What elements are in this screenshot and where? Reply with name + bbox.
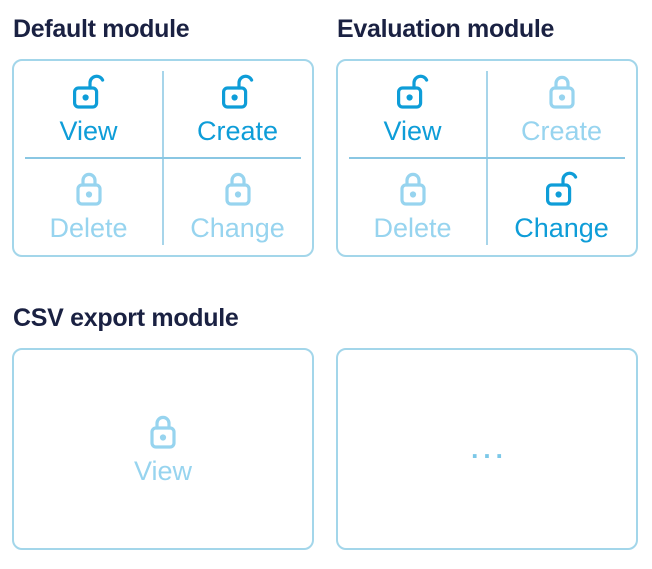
permission-label: Create: [520, 116, 603, 146]
unlocked-icon: [69, 72, 109, 114]
modules-grid: Default module View Create: [12, 14, 638, 550]
module-title-csv-export: CSV export module: [13, 304, 239, 332]
permission-evaluation-create[interactable]: Create: [487, 61, 636, 158]
permission-label: Delete: [373, 213, 452, 243]
module-card-more: ...: [336, 348, 638, 550]
permission-evaluation-change[interactable]: Change: [487, 158, 636, 255]
permission-label: View: [133, 455, 193, 486]
module-title-default: Default module: [13, 15, 190, 43]
module-more: ...: [336, 303, 638, 550]
locked-icon: [542, 72, 582, 114]
permission-default-delete[interactable]: Delete: [14, 158, 163, 255]
module-evaluation: Evaluation module View Create: [336, 14, 638, 257]
module-card-csv-export: View: [12, 348, 314, 550]
module-card-default: View Create Delete Change: [12, 59, 314, 257]
permission-label: Delete: [49, 213, 128, 243]
permission-label: Change: [190, 213, 285, 243]
permission-evaluation-view[interactable]: View: [338, 61, 487, 158]
permission-default-change[interactable]: Change: [163, 158, 312, 255]
unlocked-icon: [542, 169, 582, 211]
module-csv-export: CSV export module View: [12, 303, 314, 550]
locked-icon: [218, 169, 258, 211]
permission-label: Create: [196, 116, 279, 146]
permission-default-create[interactable]: Create: [163, 61, 312, 158]
permission-label: View: [383, 116, 442, 146]
module-card-evaluation: View Create Delete Change: [336, 59, 638, 257]
module-title-evaluation: Evaluation module: [337, 15, 555, 43]
permission-evaluation-delete[interactable]: Delete: [338, 158, 487, 255]
permission-csv-view[interactable]: View: [134, 412, 192, 487]
more-ellipsis[interactable]: ...: [471, 434, 508, 464]
locked-icon: [393, 169, 433, 211]
permission-default-view[interactable]: View: [14, 61, 163, 158]
permission-label: View: [59, 116, 118, 146]
unlocked-icon: [218, 72, 258, 114]
module-default: Default module View Create: [12, 14, 314, 257]
unlocked-icon: [393, 72, 433, 114]
horizontal-divider: [25, 157, 301, 159]
locked-icon: [143, 412, 183, 454]
locked-icon: [69, 169, 109, 211]
horizontal-divider: [349, 157, 625, 159]
module-title-empty: [337, 303, 638, 333]
permission-label: Change: [514, 213, 609, 243]
